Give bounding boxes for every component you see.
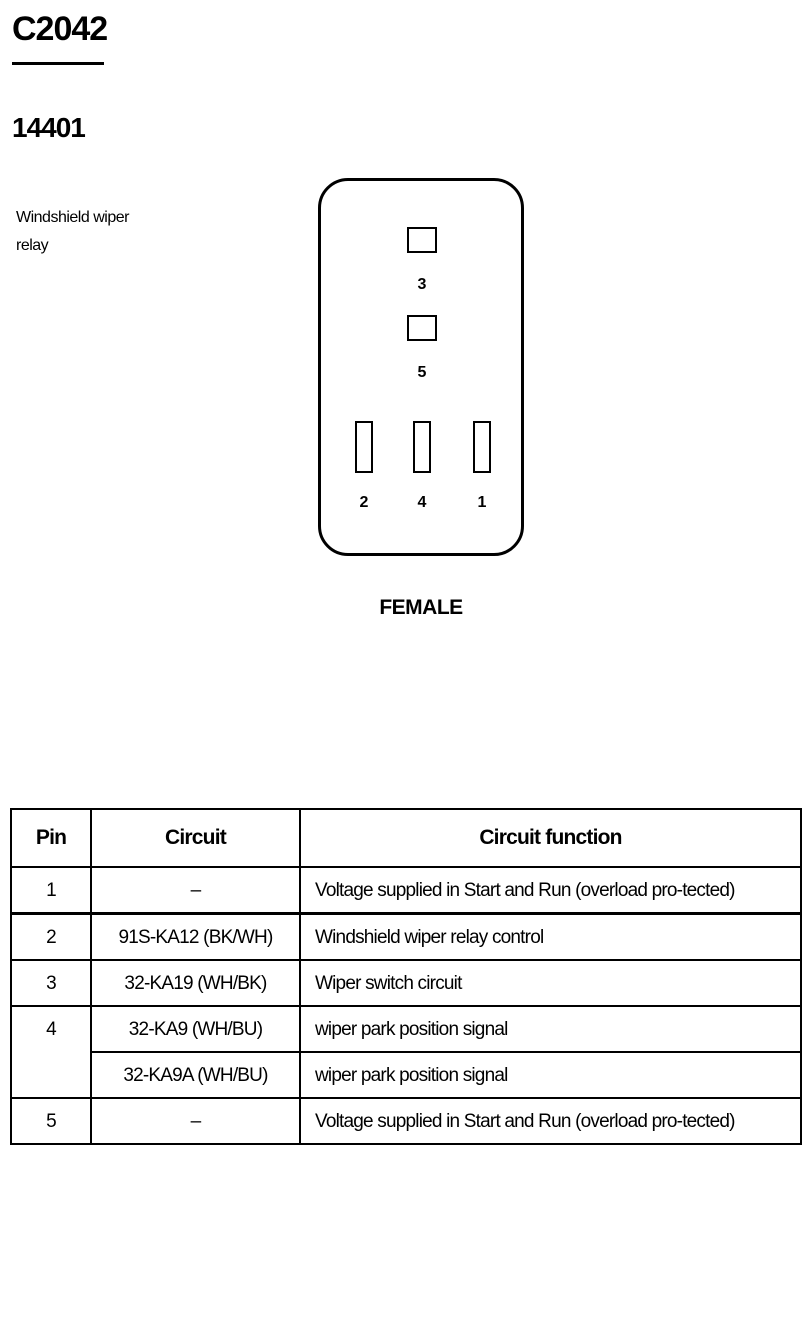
circuit-cell: 91S-KA12 (BK/WH) (90, 912, 301, 961)
cavity-1 (473, 421, 491, 473)
cavity-3 (407, 227, 437, 253)
connector-description: Windshield wiper relay (16, 209, 129, 254)
circuit-function-cell: Windshield wiper relay control (299, 912, 802, 961)
pin-cell: 1 (10, 866, 92, 915)
table-row: 1 – Voltage supplied in Start and Run (o… (10, 866, 802, 915)
circuit-cell: 32-KA9A (WH/BU) (90, 1051, 301, 1099)
circuit-function-cell: wiper park position signal (299, 1051, 802, 1099)
cavity-1-label: 1 (477, 494, 487, 511)
cavity-2 (355, 421, 373, 473)
pin-cell: 3 (10, 959, 92, 1007)
header-circuit-function: Circuit function (299, 808, 802, 868)
connector-id: C2042 (12, 10, 108, 48)
circuit-cell: 32-KA19 (WH/BK) (90, 959, 301, 1007)
circuit-function-cell: Voltage supplied in Start and Run (overl… (299, 1097, 802, 1145)
table-row: 5 – Voltage supplied in Start and Run (o… (10, 1097, 802, 1145)
cavity-4-label: 4 (417, 494, 427, 511)
pin-cell: 5 (10, 1097, 92, 1145)
circuit-cell: – (90, 1097, 301, 1145)
circuit-function-cell: Voltage supplied in Start and Run (overl… (299, 866, 802, 915)
table-header-row: Pin Circuit Circuit function (10, 808, 802, 868)
circuit-cell: – (90, 866, 301, 915)
table-row: 32-KA9A (WH/BU) wiper park position sign… (11, 1051, 802, 1099)
cavity-2-label: 2 (359, 494, 369, 511)
table-row: 3 32-KA19 (WH/BK) Wiper switch circuit (10, 959, 802, 1007)
part-number: 14401 (12, 112, 86, 143)
pin-cell: 2 (10, 912, 92, 961)
cavity-5-label: 5 (417, 364, 427, 381)
cavity-4 (413, 421, 431, 473)
header-circuit: Circuit (90, 808, 301, 868)
table-row: 4 32-KA9 (WH/BU) wiper park position sig… (10, 1005, 802, 1099)
cavity-5 (407, 315, 437, 341)
cavity-3-label: 3 (417, 276, 427, 293)
table-row: 2 91S-KA12 (BK/WH) Windshield wiper rela… (10, 912, 802, 961)
pinout-table: Pin Circuit Circuit function 1 – Voltage… (10, 808, 802, 1145)
circuit-cell: 32-KA9 (WH/BU) (90, 1005, 301, 1053)
connector-face-diagram: 3 5 2 4 1 (318, 178, 524, 556)
circuit-function-cell: wiper park position signal (299, 1005, 802, 1053)
connector-gender-label: FEMALE (379, 596, 463, 619)
circuit-function-cell: Wiper switch circuit (299, 959, 802, 1007)
header-pin: Pin (10, 808, 92, 868)
connector-id-underline (12, 62, 104, 65)
pin-cell: 4 (10, 1005, 92, 1099)
